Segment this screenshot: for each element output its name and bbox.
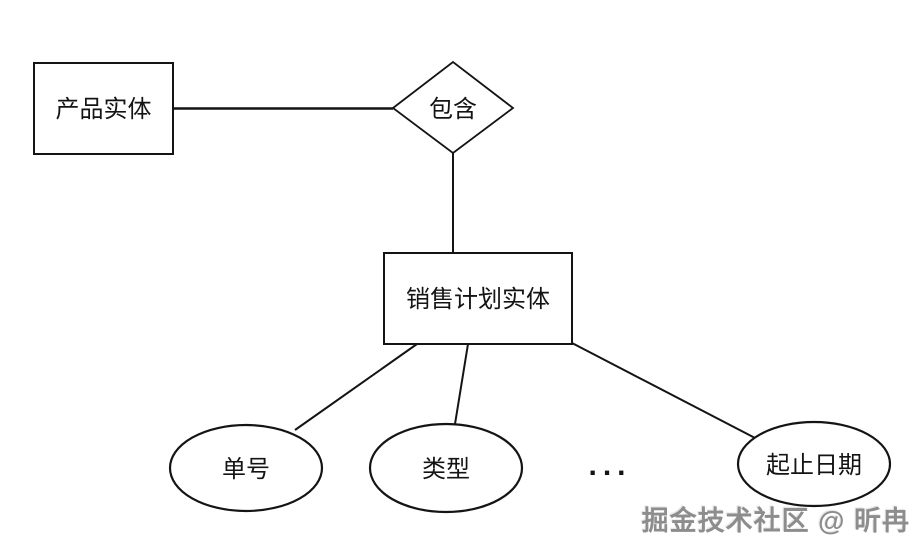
node-attribute-order-no[interactable]: 单号	[168, 423, 324, 513]
attribute-type-shape[interactable]	[368, 422, 524, 514]
edge-group	[173, 107, 758, 440]
sales-plan-entity-shape[interactable]	[383, 252, 573, 345]
attribute-type-label: 类型	[422, 456, 470, 483]
contains-relationship-shape[interactable]	[391, 60, 515, 155]
attribute-order-no-label: 单号	[222, 456, 270, 483]
attribute-date-range-label: 起止日期	[766, 452, 862, 479]
node-attribute-type[interactable]: 类型	[368, 422, 524, 514]
node-sales-plan-entity[interactable]: 销售计划实体	[383, 252, 573, 345]
attribute-date-range-shape[interactable]	[736, 420, 892, 508]
sales-plan-entity-label: 销售计划实体	[406, 286, 550, 313]
edge-salesplan-type	[454, 343, 469, 425]
watermark-text: 掘金技术社区 @ 昕冉	[641, 506, 910, 536]
node-contains-relationship[interactable]: 包含	[391, 60, 515, 155]
attribute-order-no-shape[interactable]	[168, 423, 324, 513]
edge-salesplan-orderno	[294, 343, 418, 431]
contains-relationship-label: 包含	[429, 96, 477, 123]
product-entity-shape[interactable]	[33, 62, 174, 155]
node-attribute-date-range[interactable]: 起止日期	[736, 420, 892, 508]
edge-salesplan-daterange	[571, 342, 758, 440]
node-product-entity[interactable]: 产品实体	[33, 62, 174, 155]
more-attributes-ellipsis: ...	[588, 449, 631, 482]
product-entity-label: 产品实体	[56, 96, 152, 123]
